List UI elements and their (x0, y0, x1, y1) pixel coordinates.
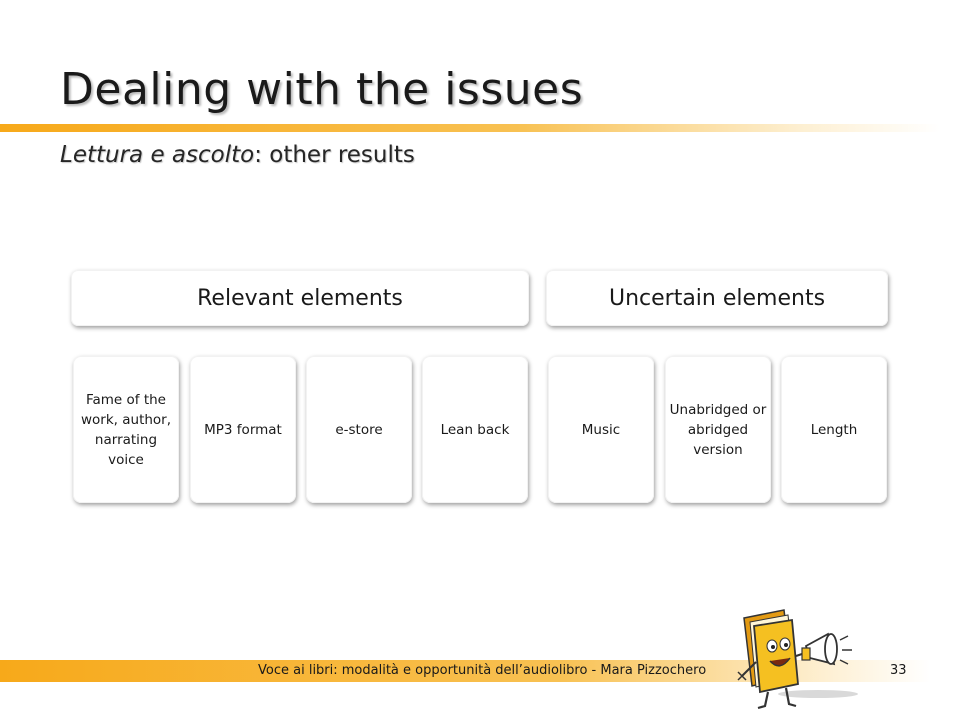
book-with-megaphone-icon (737, 609, 858, 710)
subtitle-rest-part: : other results (254, 142, 415, 168)
footer-bar (0, 660, 930, 682)
leaf-lean-back: Lean back (422, 356, 528, 503)
slide-subtitle: Lettura e ascolto: other results (60, 142, 415, 168)
leaf-music: Music (548, 356, 654, 503)
group-header-uncertain: Uncertain elements (546, 270, 888, 326)
group-header-relevant: Relevant elements (71, 270, 529, 326)
leaf-e-store: e-store (306, 356, 412, 503)
leaf-abridged: Unabridged or abridged version (665, 356, 771, 503)
leaf-fame: Fame of the work, author, narrating voic… (73, 356, 179, 503)
title-underline-bar (0, 124, 940, 132)
subtitle-italic-part: Lettura e ascolto (60, 142, 255, 168)
slide-title: Dealing with the issues (60, 64, 584, 115)
leaf-mp3-format: MP3 format (190, 356, 296, 503)
leaf-length: Length (781, 356, 887, 503)
footer-text: Voce ai libri: modalità e opportunità de… (258, 663, 707, 678)
page-number: 33 (890, 663, 907, 678)
